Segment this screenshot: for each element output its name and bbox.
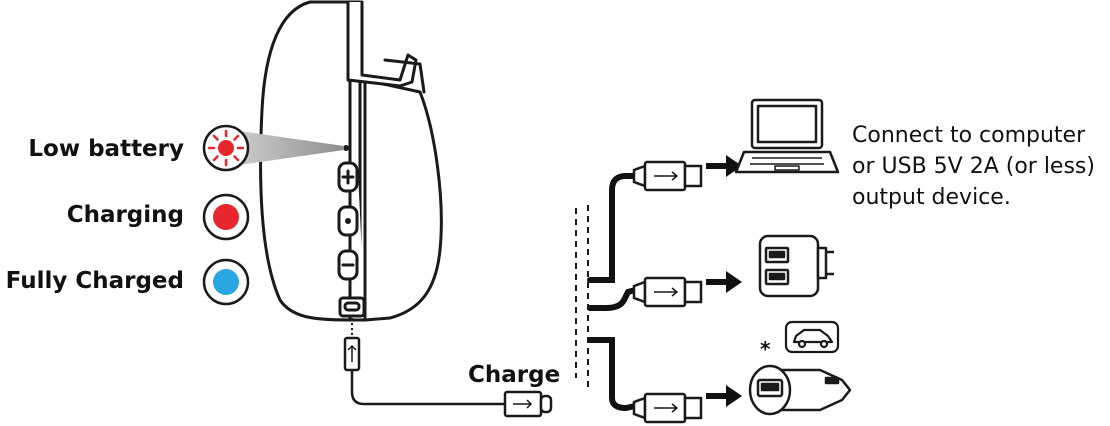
led-indicator <box>343 145 349 151</box>
charging-label: Charging <box>67 202 184 228</box>
usb-a-plug-wall-icon <box>632 276 703 308</box>
usb-c-plug-icon <box>343 336 361 372</box>
charge-cable <box>350 318 505 406</box>
led-blue-icon <box>202 258 250 306</box>
led-red-blinking-icon <box>202 124 250 172</box>
branch-cables <box>587 173 638 412</box>
usb-c-plug-horizontal-icon <box>503 390 553 418</box>
connect-note-line2: or USB 5V 2A (or less) <box>852 154 1095 179</box>
connect-note-line3: output device. <box>852 185 1011 210</box>
headphone-earcup-icon <box>259 0 443 322</box>
fully-charged-label: Fully Charged <box>6 268 184 294</box>
usb-a-plug-car-icon <box>632 392 703 424</box>
laptop-icon <box>734 98 840 174</box>
wall-charger-icon <box>758 234 834 298</box>
led-red-icon <box>202 193 250 241</box>
charge-label: Charge <box>468 362 560 388</box>
car-icon <box>784 320 840 354</box>
connect-note-line1: Connect to computer <box>852 123 1086 148</box>
led-beam <box>232 130 344 166</box>
arrow-icon <box>706 155 742 407</box>
car-charger-icon <box>748 364 852 416</box>
usb-a-plug-laptop-icon <box>632 160 703 192</box>
separator-dashed-lines <box>575 205 589 388</box>
footnote-mark: * <box>760 337 771 361</box>
low-battery-label: Low battery <box>28 136 184 162</box>
